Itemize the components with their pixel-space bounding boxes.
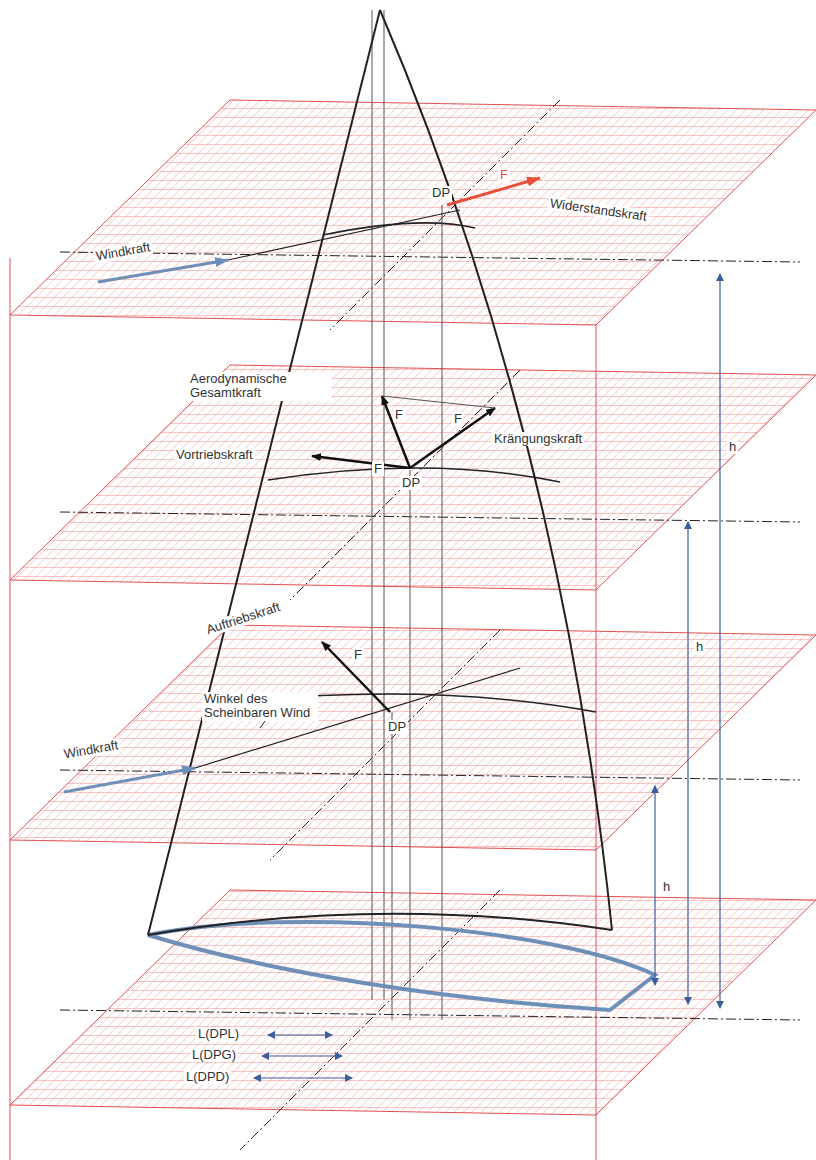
length-label: L(DPG) <box>190 1048 238 1062</box>
force-symbol: F <box>452 412 464 426</box>
length-label: L(DPL) <box>196 1027 241 1041</box>
force-symbol: F <box>352 648 364 662</box>
axis-lines <box>60 100 800 1150</box>
point-label: DP <box>386 720 408 734</box>
force-label: Krängungskraft <box>492 432 584 446</box>
force-label: Aerodynamische Gesamtkraft <box>188 372 332 401</box>
force-symbol: F <box>393 408 405 422</box>
wind-arrows <box>64 210 520 792</box>
point-label: DP <box>400 476 422 490</box>
force-label: Vortriebskraft <box>174 448 255 462</box>
dimension-label: h <box>661 880 672 894</box>
force-symbol: F <box>498 168 510 182</box>
point-label: DP <box>430 186 452 200</box>
dimension-label: h <box>727 440 738 454</box>
angle-label: Winkel des Scheinbaren Wind <box>202 692 318 721</box>
hull-outline <box>148 922 655 1010</box>
grid-planes <box>10 100 816 1160</box>
length-label: L(DPD) <box>184 1070 231 1084</box>
force-symbol: F <box>372 462 384 476</box>
mast-lines <box>372 10 442 1020</box>
dimension-label: h <box>694 640 705 654</box>
sail-outline <box>148 10 612 935</box>
force-arrows <box>260 178 540 728</box>
